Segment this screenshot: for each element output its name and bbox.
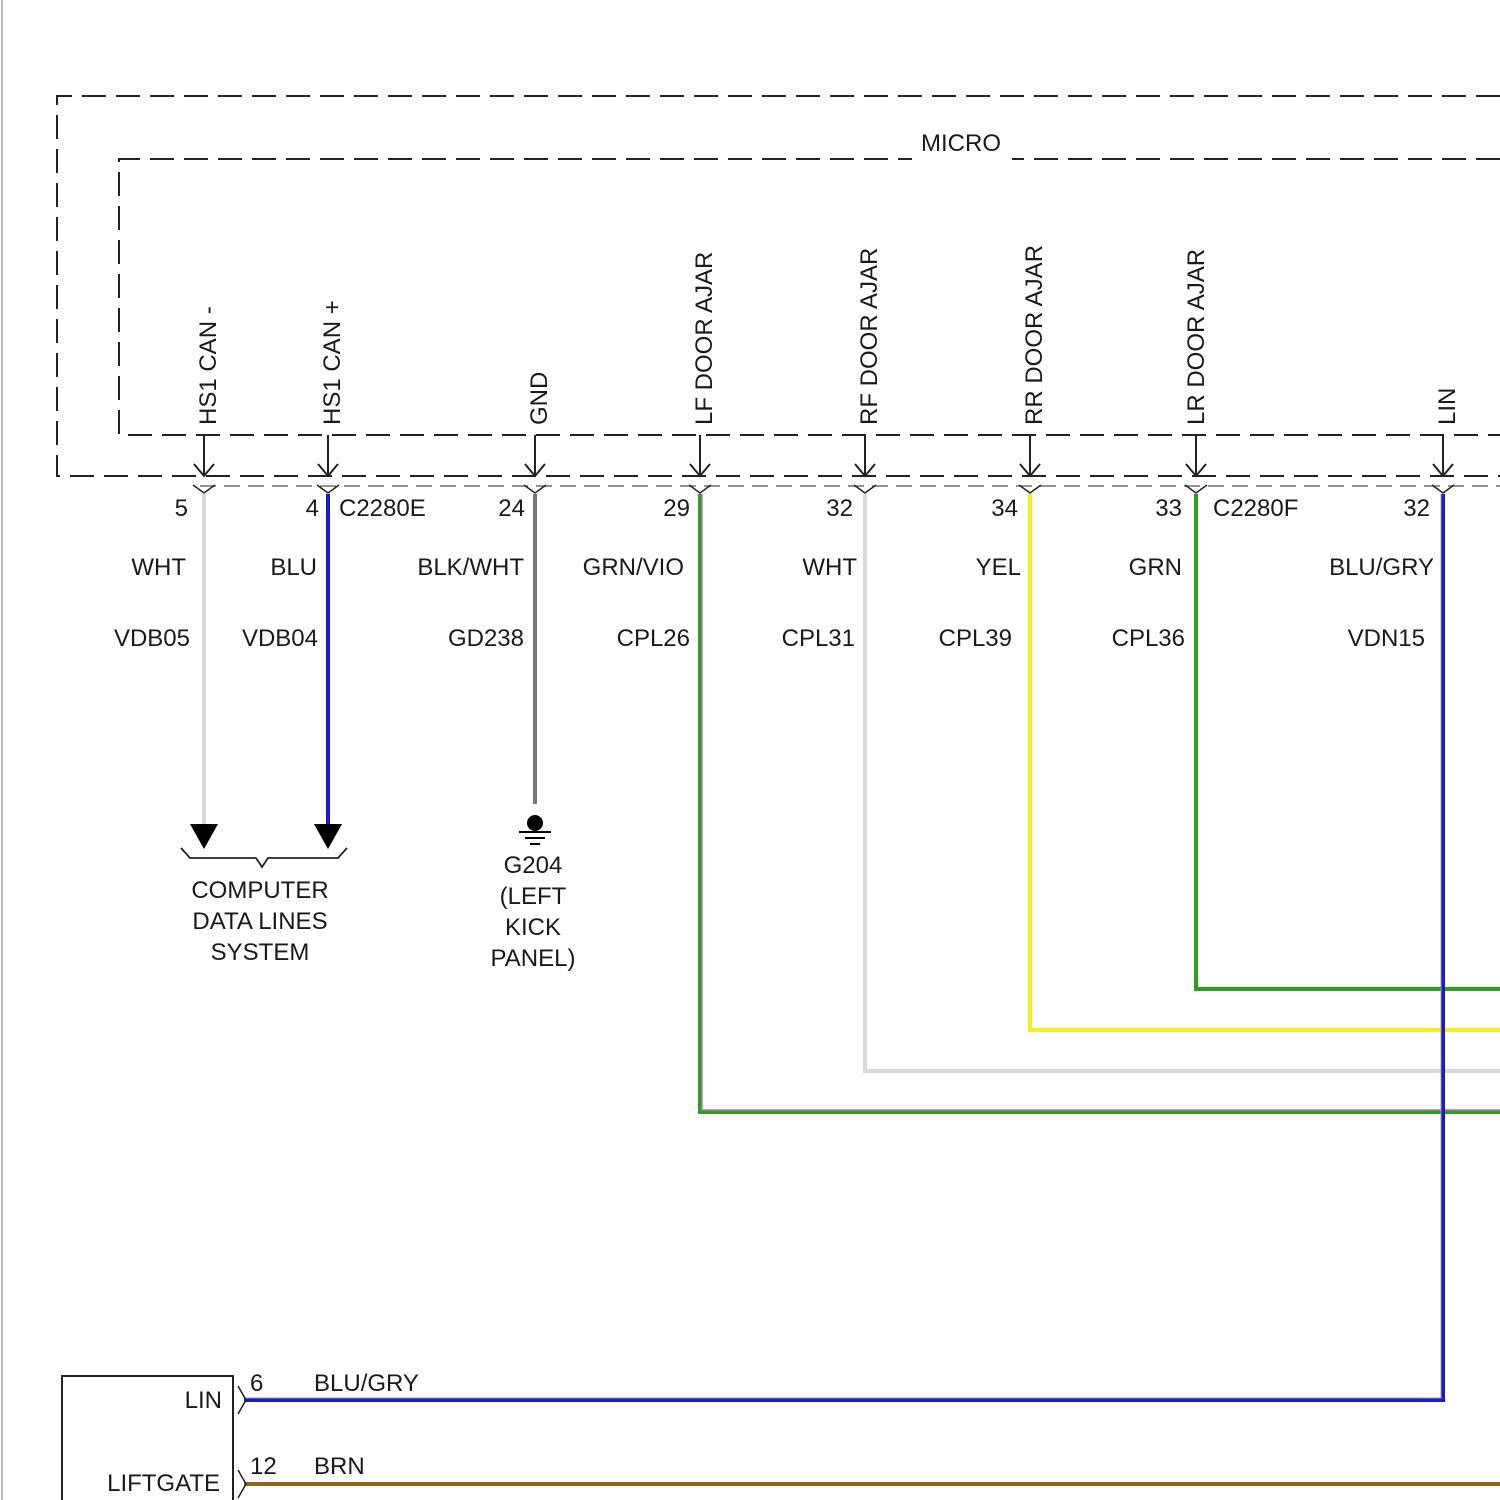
- ground-icon: [519, 815, 551, 844]
- ground-label: KICK: [505, 914, 561, 941]
- circuit-id: CPL31: [782, 625, 855, 652]
- wire-color-code: WHT: [131, 554, 186, 581]
- circuit-id: VDB04: [242, 625, 318, 652]
- signal-label-hs1-can-minus: HS1 CAN -: [195, 306, 222, 425]
- liftgate-wire-color-code: BRN: [314, 1453, 365, 1480]
- brace-icon: [181, 848, 347, 867]
- signal-label-lr-door-ajar: LR DOOR AJAR: [1183, 249, 1210, 425]
- circuit-id: CPL36: [1112, 625, 1185, 652]
- arrow-down-icon: [314, 824, 342, 849]
- liftgate-pin-label-lin: LIN: [185, 1387, 222, 1414]
- liftgate-wire-color-code: BLU/GRY: [314, 1370, 419, 1397]
- pin-terminal-hs1-can-plus: [317, 435, 339, 493]
- pin-number: 33: [1155, 495, 1182, 522]
- data-lines-label: COMPUTER: [191, 877, 328, 904]
- circuit-id: CPL39: [939, 625, 1012, 652]
- pin-number: 5: [175, 495, 188, 522]
- wire-color-code: YEL: [976, 554, 1021, 581]
- ground-label: PANEL): [491, 945, 576, 972]
- data-lines-reference: COMPUTER DATA LINES SYSTEM: [181, 824, 347, 966]
- wire-color-code: GRN: [1129, 554, 1182, 581]
- signal-label-lf-door-ajar: LF DOOR AJAR: [691, 252, 718, 425]
- pin-number: 24: [498, 495, 525, 522]
- liftgate-pin-number: 6: [250, 1370, 263, 1397]
- circuit-id: GD238: [448, 625, 524, 652]
- circuit-id: VDN15: [1348, 625, 1425, 652]
- pin-terminal-lf-door-ajar: [689, 435, 711, 493]
- pin-terminals: [193, 435, 1454, 493]
- signal-label-hs1-can-plus: HS1 CAN +: [319, 300, 346, 425]
- liftgate-pin-number: 12: [250, 1453, 277, 1480]
- ground-label: (LEFT: [500, 883, 567, 910]
- connector-id-c2280e: C2280E: [339, 495, 426, 522]
- ground-reference: G204 (LEFT KICK PANEL): [491, 815, 576, 972]
- liftgate-pin-label-liftgate: LIFTGATE: [107, 1470, 220, 1497]
- pin-number: 32: [826, 495, 853, 522]
- signal-label-gnd: GND: [526, 372, 553, 425]
- wire-color-code: BLU/GRY: [1329, 554, 1434, 581]
- wire-color-code: GRN/VIO: [583, 554, 684, 581]
- circuit-id: VDB05: [114, 625, 190, 652]
- wire-color-code: BLU: [270, 554, 317, 581]
- pin-terminal-rr-door-ajar: [1019, 435, 1041, 493]
- wire-color-code: BLK/WHT: [417, 554, 524, 581]
- arrow-down-icon: [190, 824, 218, 849]
- wire-color-code: WHT: [802, 554, 857, 581]
- connector-id-c2280f: C2280F: [1213, 495, 1298, 522]
- circuit-ids: VDB05 VDB04 GD238 CPL26 CPL31 CPL39 CPL3…: [114, 625, 1425, 652]
- liftgate-module: LIN LIFTGATE 6 BLU/GRY 12 BRN: [62, 1370, 419, 1500]
- circuit-id: CPL26: [617, 625, 690, 652]
- signal-labels: HS1 CAN - HS1 CAN + GND LF DOOR AJAR RF …: [195, 245, 1461, 425]
- signal-label-rf-door-ajar: RF DOOR AJAR: [856, 248, 883, 425]
- pin-number: 34: [991, 495, 1018, 522]
- signal-label-rr-door-ajar: RR DOOR AJAR: [1021, 245, 1048, 425]
- micro-label: MICRO: [921, 130, 1001, 157]
- signal-label-lin: LIN: [1434, 388, 1461, 425]
- data-lines-label: DATA LINES: [192, 908, 327, 935]
- data-lines-label: SYSTEM: [211, 939, 310, 966]
- pin-terminal-lr-door-ajar: [1185, 435, 1207, 493]
- pin-terminal-rf-door-ajar: [854, 435, 876, 493]
- pin-number: 29: [663, 495, 690, 522]
- ground-label: G204: [504, 852, 563, 879]
- wire-pin-29-grn-vio: [700, 494, 1500, 1112]
- pin-number: 32: [1403, 495, 1430, 522]
- pin-number: 4: [306, 495, 319, 522]
- pin-terminal-gnd: [524, 435, 546, 493]
- pin-terminal-hs1-can-minus: [193, 435, 215, 493]
- pin-terminal-lin: [1432, 435, 1454, 493]
- module-outer-boundary: [57, 96, 1500, 476]
